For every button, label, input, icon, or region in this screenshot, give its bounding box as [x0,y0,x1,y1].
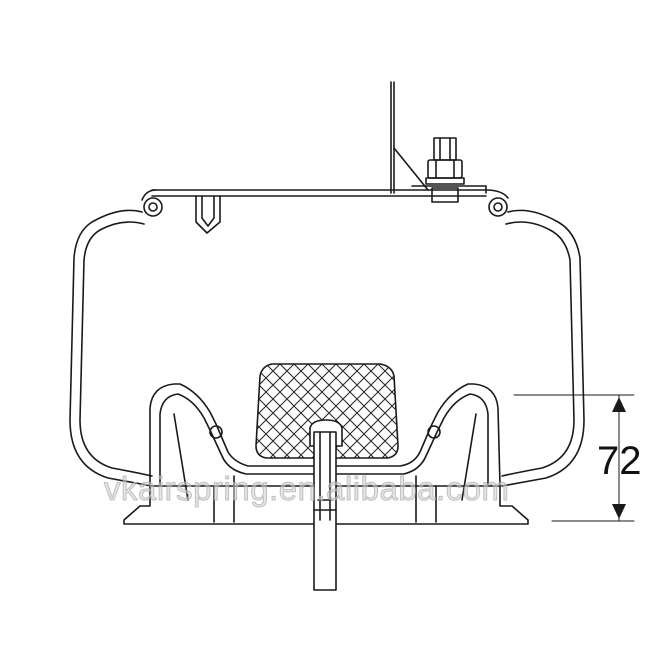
mounting-bracket [390,81,429,194]
dimension-arrows [612,397,626,519]
dimension-label: 72 [597,439,642,483]
top-stud-nut [425,137,465,203]
top-bead-plate [141,185,509,217]
rubber-bellows [69,209,585,487]
locating-pin [195,195,221,234]
dimension-lines [513,394,635,522]
watermark-text: vkairspring.en.alibaba.com [104,470,510,508]
bottom-bolt [313,431,337,591]
